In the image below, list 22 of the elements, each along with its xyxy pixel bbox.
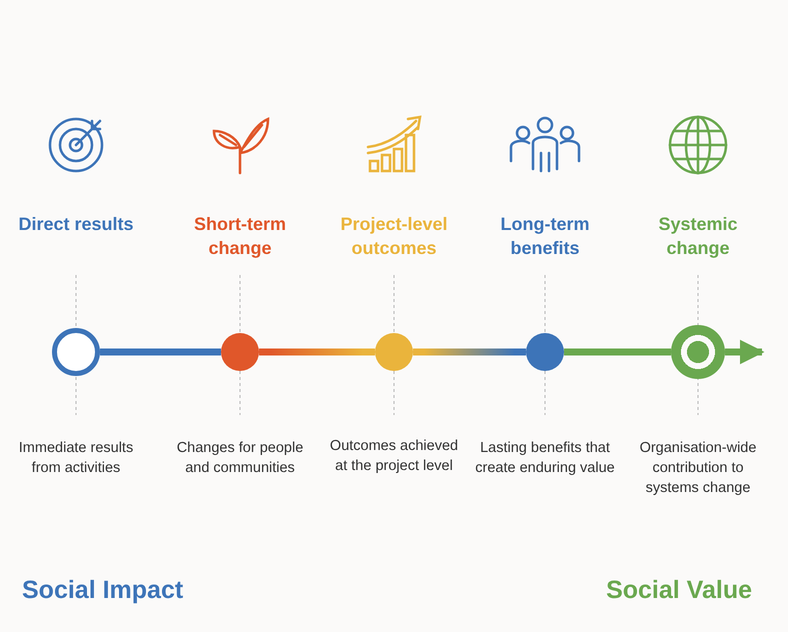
timeline-line xyxy=(259,348,375,356)
stage-description: Changes for people and communities xyxy=(176,439,304,478)
circle-marker xyxy=(526,333,564,371)
end-label: Social Impact xyxy=(22,576,184,605)
stage-description: Organisation-wide contribution to systems change xyxy=(638,439,758,498)
stage-heading: Systemic change xyxy=(657,213,739,260)
circle-marker xyxy=(375,333,413,371)
end-label: Social Value xyxy=(606,576,752,605)
stage-heading: Direct results xyxy=(17,213,135,236)
stage-description: Immediate results from activities xyxy=(18,439,134,478)
stage-description: Outcomes achieved at the project level xyxy=(328,437,460,476)
timeline-line xyxy=(564,348,671,356)
stage-heading: Project-level outcomes xyxy=(339,213,449,260)
stage-heading: Short-term change xyxy=(192,213,287,260)
stage-description: Lasting benefits that create enduring value xyxy=(475,439,615,478)
timeline-line xyxy=(413,348,526,356)
ringed-circle-marker xyxy=(671,325,725,379)
hollow-circle-marker xyxy=(52,328,100,376)
timeline-line xyxy=(100,348,221,356)
circle-marker xyxy=(221,333,259,371)
stage-heading: Long-term benefits xyxy=(500,213,590,260)
timeline-arrow xyxy=(725,340,764,364)
